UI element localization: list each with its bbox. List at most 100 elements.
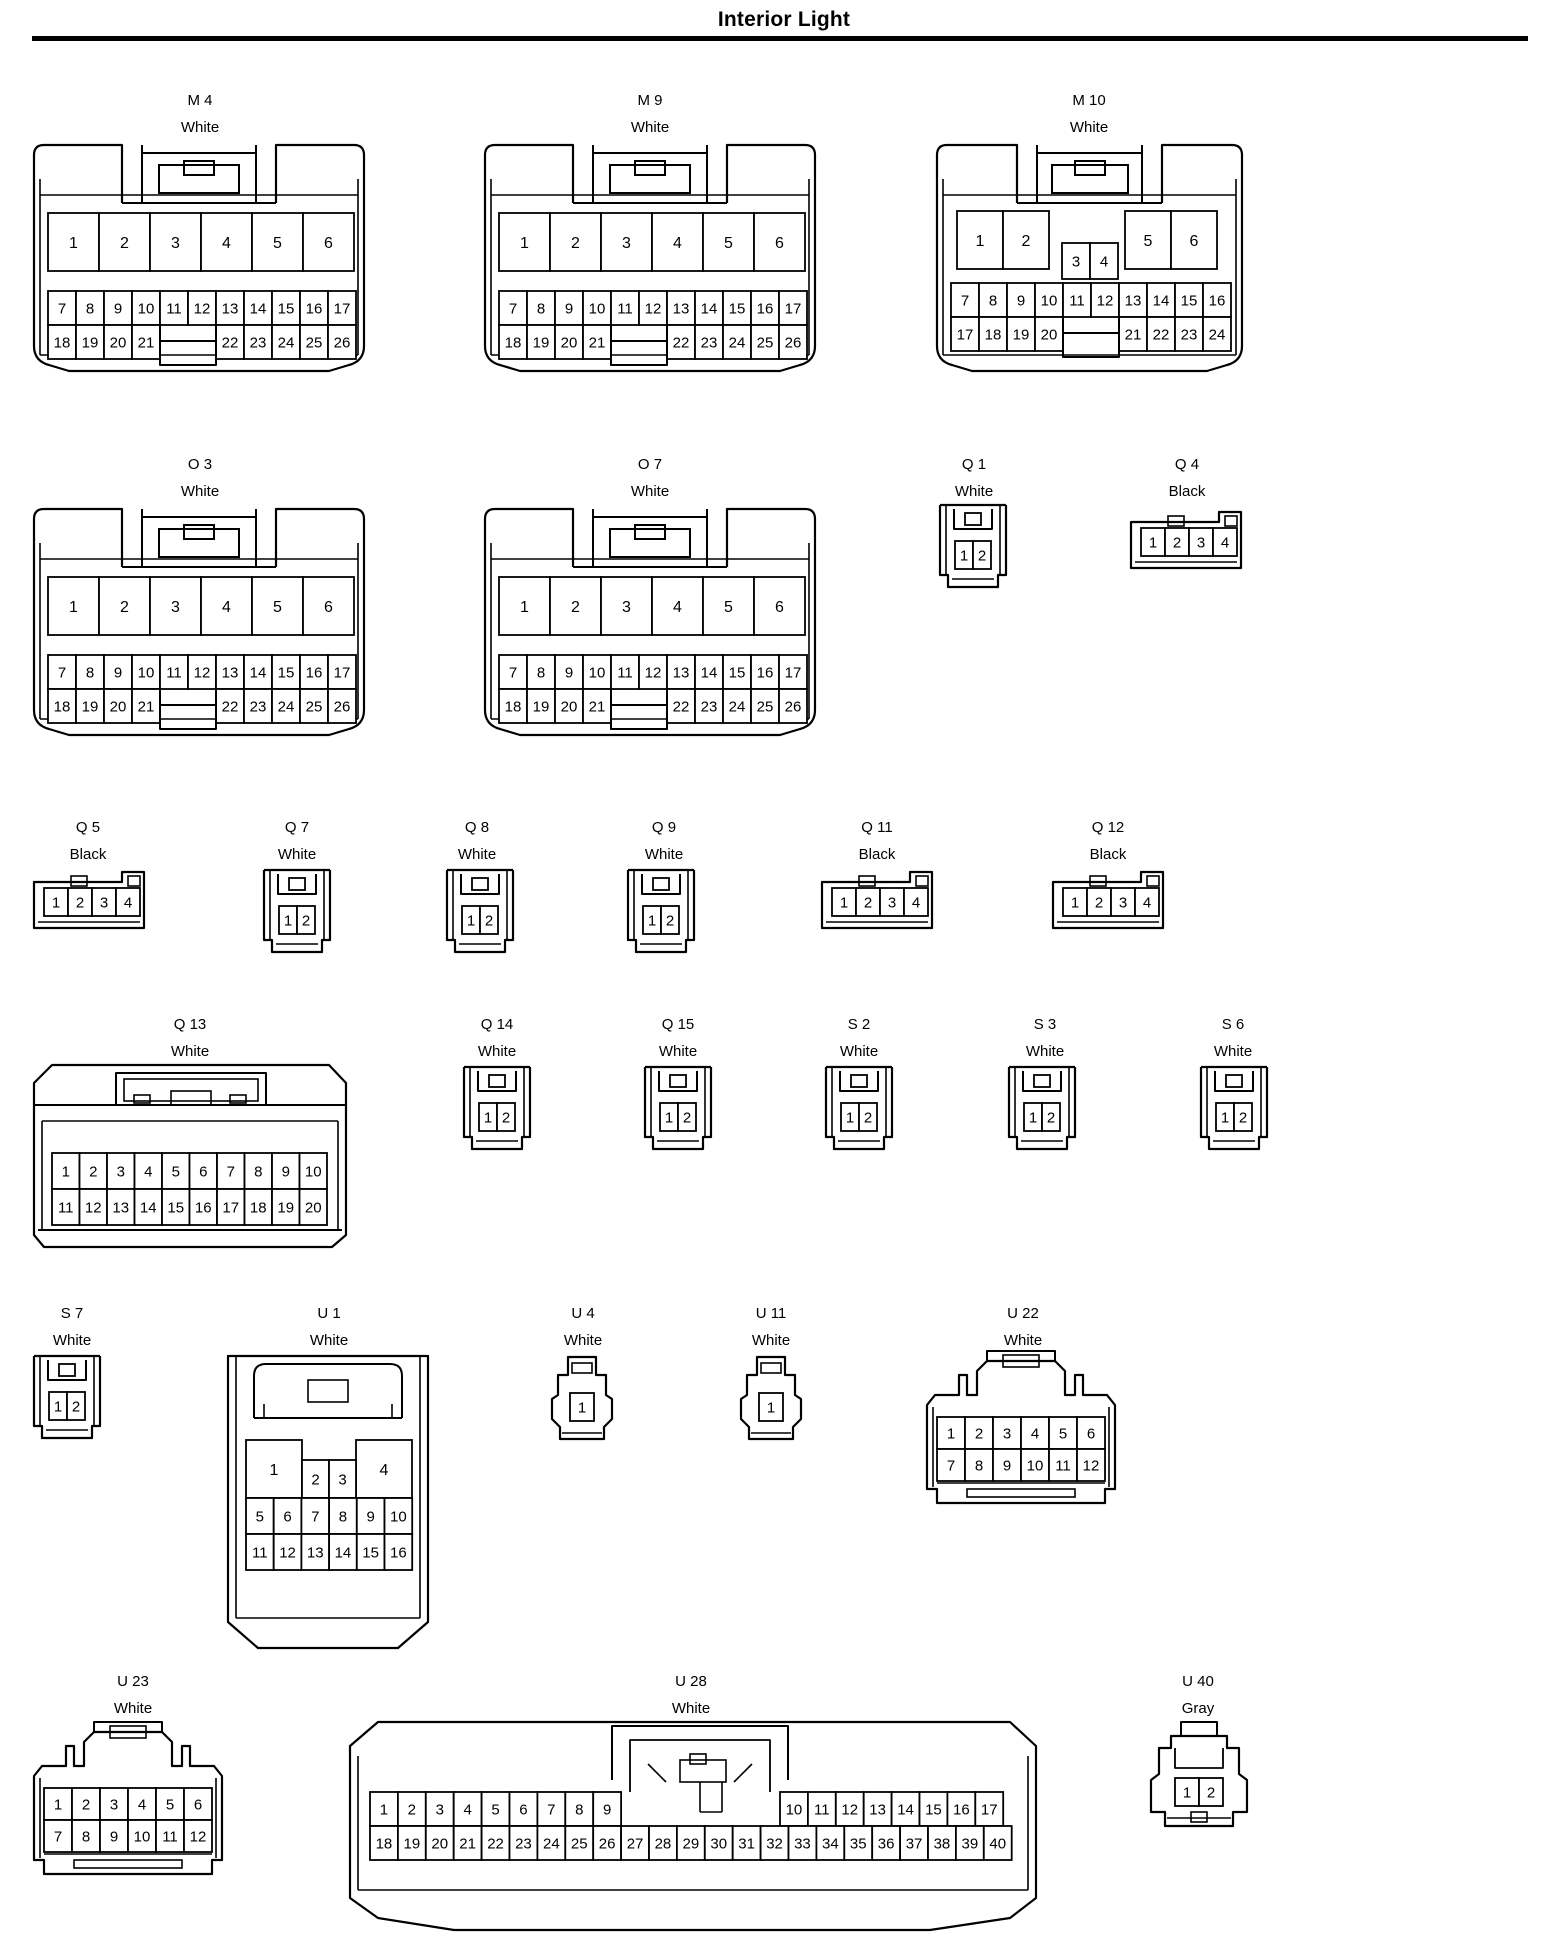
pin-cell [98, 576, 151, 636]
pin-cell [600, 576, 653, 636]
pin-cell [778, 290, 808, 326]
connector-code: Q 5 [76, 819, 100, 836]
pin-number: 13 [222, 300, 239, 317]
pin-number: 11 [617, 664, 633, 681]
pin-number: 2 [975, 1425, 983, 1442]
pin-cell [215, 654, 245, 690]
pin-number: 23 [1181, 326, 1198, 343]
pin-cell [103, 654, 133, 690]
pin-number: 12 [194, 664, 211, 681]
pin-cell [694, 688, 724, 724]
pin-number: 3 [171, 599, 180, 616]
pin-number: 13 [673, 664, 690, 681]
pin-cell [299, 290, 329, 326]
connector-color: Black [1169, 483, 1206, 500]
connector-color: White [752, 1332, 790, 1349]
pin-number: 7 [509, 664, 517, 681]
pin-number: 24 [729, 334, 746, 351]
pin-cell [271, 324, 301, 360]
pin-number: 34 [822, 1835, 839, 1852]
pin-number: 9 [114, 300, 122, 317]
connector-code: Q 7 [285, 819, 309, 836]
pin-cell [383, 1497, 414, 1535]
pin-cell [992, 1448, 1022, 1482]
pin-number: 18 [505, 698, 522, 715]
pin-number: 22 [487, 1835, 504, 1852]
pin-cell [554, 688, 584, 724]
pin-cell [638, 654, 668, 690]
pin-cell [327, 688, 357, 724]
pin-cell [855, 887, 881, 917]
connector-code: M 4 [187, 92, 212, 109]
pin-number: 16 [390, 1544, 407, 1561]
pin-number: 1 [767, 1399, 775, 1416]
pin-cell [47, 212, 100, 272]
pin-cell [103, 688, 133, 724]
pin-cell [296, 905, 316, 935]
pin-number: 5 [491, 1801, 499, 1818]
pin-number: 18 [54, 334, 71, 351]
pin-cell [271, 1188, 301, 1226]
pin-number: 9 [1003, 1457, 1011, 1474]
pin-cell [831, 887, 857, 917]
pin-number: 15 [729, 664, 746, 681]
pin-cell [1124, 210, 1172, 270]
pin-number: 12 [85, 1199, 102, 1216]
pin-number: 17 [334, 664, 351, 681]
pin-number: 3 [1003, 1425, 1011, 1442]
pin-cell [75, 654, 105, 690]
pin-cell [946, 1791, 977, 1827]
pin-number: 9 [1017, 292, 1025, 309]
pin-number: 30 [710, 1835, 727, 1852]
pin-number: 22 [222, 334, 239, 351]
pin-number: 16 [1209, 292, 1226, 309]
pin-cell [133, 1188, 163, 1226]
pin-number: 5 [273, 235, 282, 252]
pin-number: 1 [54, 1398, 62, 1415]
pin-number: 1 [52, 894, 60, 911]
pin-number: 10 [1027, 1457, 1044, 1474]
pin-number: 21 [459, 1835, 476, 1852]
pin-cell [1202, 316, 1232, 352]
pin-number: 1 [380, 1801, 388, 1818]
pin-number: 2 [571, 235, 580, 252]
title-rule [32, 36, 1528, 41]
pin-number: 8 [537, 300, 545, 317]
pin-number: 7 [58, 300, 66, 317]
pin-cell [149, 576, 202, 636]
pin-number: 26 [334, 334, 351, 351]
pin-cell [251, 212, 304, 272]
pin-number: 1 [62, 1163, 70, 1180]
pin-cell [115, 887, 141, 917]
pin-number: 11 [814, 1801, 830, 1818]
pin-number: 14 [897, 1801, 914, 1818]
pin-number: 10 [134, 1828, 151, 1845]
pin-number: 20 [305, 1199, 322, 1216]
pin-number: 16 [306, 664, 323, 681]
pin-cell [702, 212, 755, 272]
pin-number: 3 [171, 235, 180, 252]
pin-cell [1062, 887, 1088, 917]
pin-cell [298, 1188, 328, 1226]
pin-number: 17 [785, 664, 802, 681]
pin-number: 24 [278, 698, 295, 715]
pin-cell [903, 887, 929, 917]
pin-cell [702, 576, 755, 636]
pin-cell [778, 324, 808, 360]
pin-cell [155, 1819, 185, 1853]
pin-number: 17 [957, 326, 974, 343]
pin-number: 3 [622, 235, 631, 252]
pin-number: 4 [1031, 1425, 1039, 1442]
pin-cell [200, 212, 253, 272]
pin-number: 1 [578, 1399, 586, 1416]
pin-number: 2 [485, 912, 493, 929]
pin-cell [498, 324, 528, 360]
connector-color: White [840, 1043, 878, 1060]
pin-number: 20 [110, 334, 127, 351]
pin-number: 26 [599, 1835, 616, 1852]
pin-cell [216, 1188, 246, 1226]
pin-cell [978, 282, 1008, 318]
pin-number: 7 [509, 300, 517, 317]
